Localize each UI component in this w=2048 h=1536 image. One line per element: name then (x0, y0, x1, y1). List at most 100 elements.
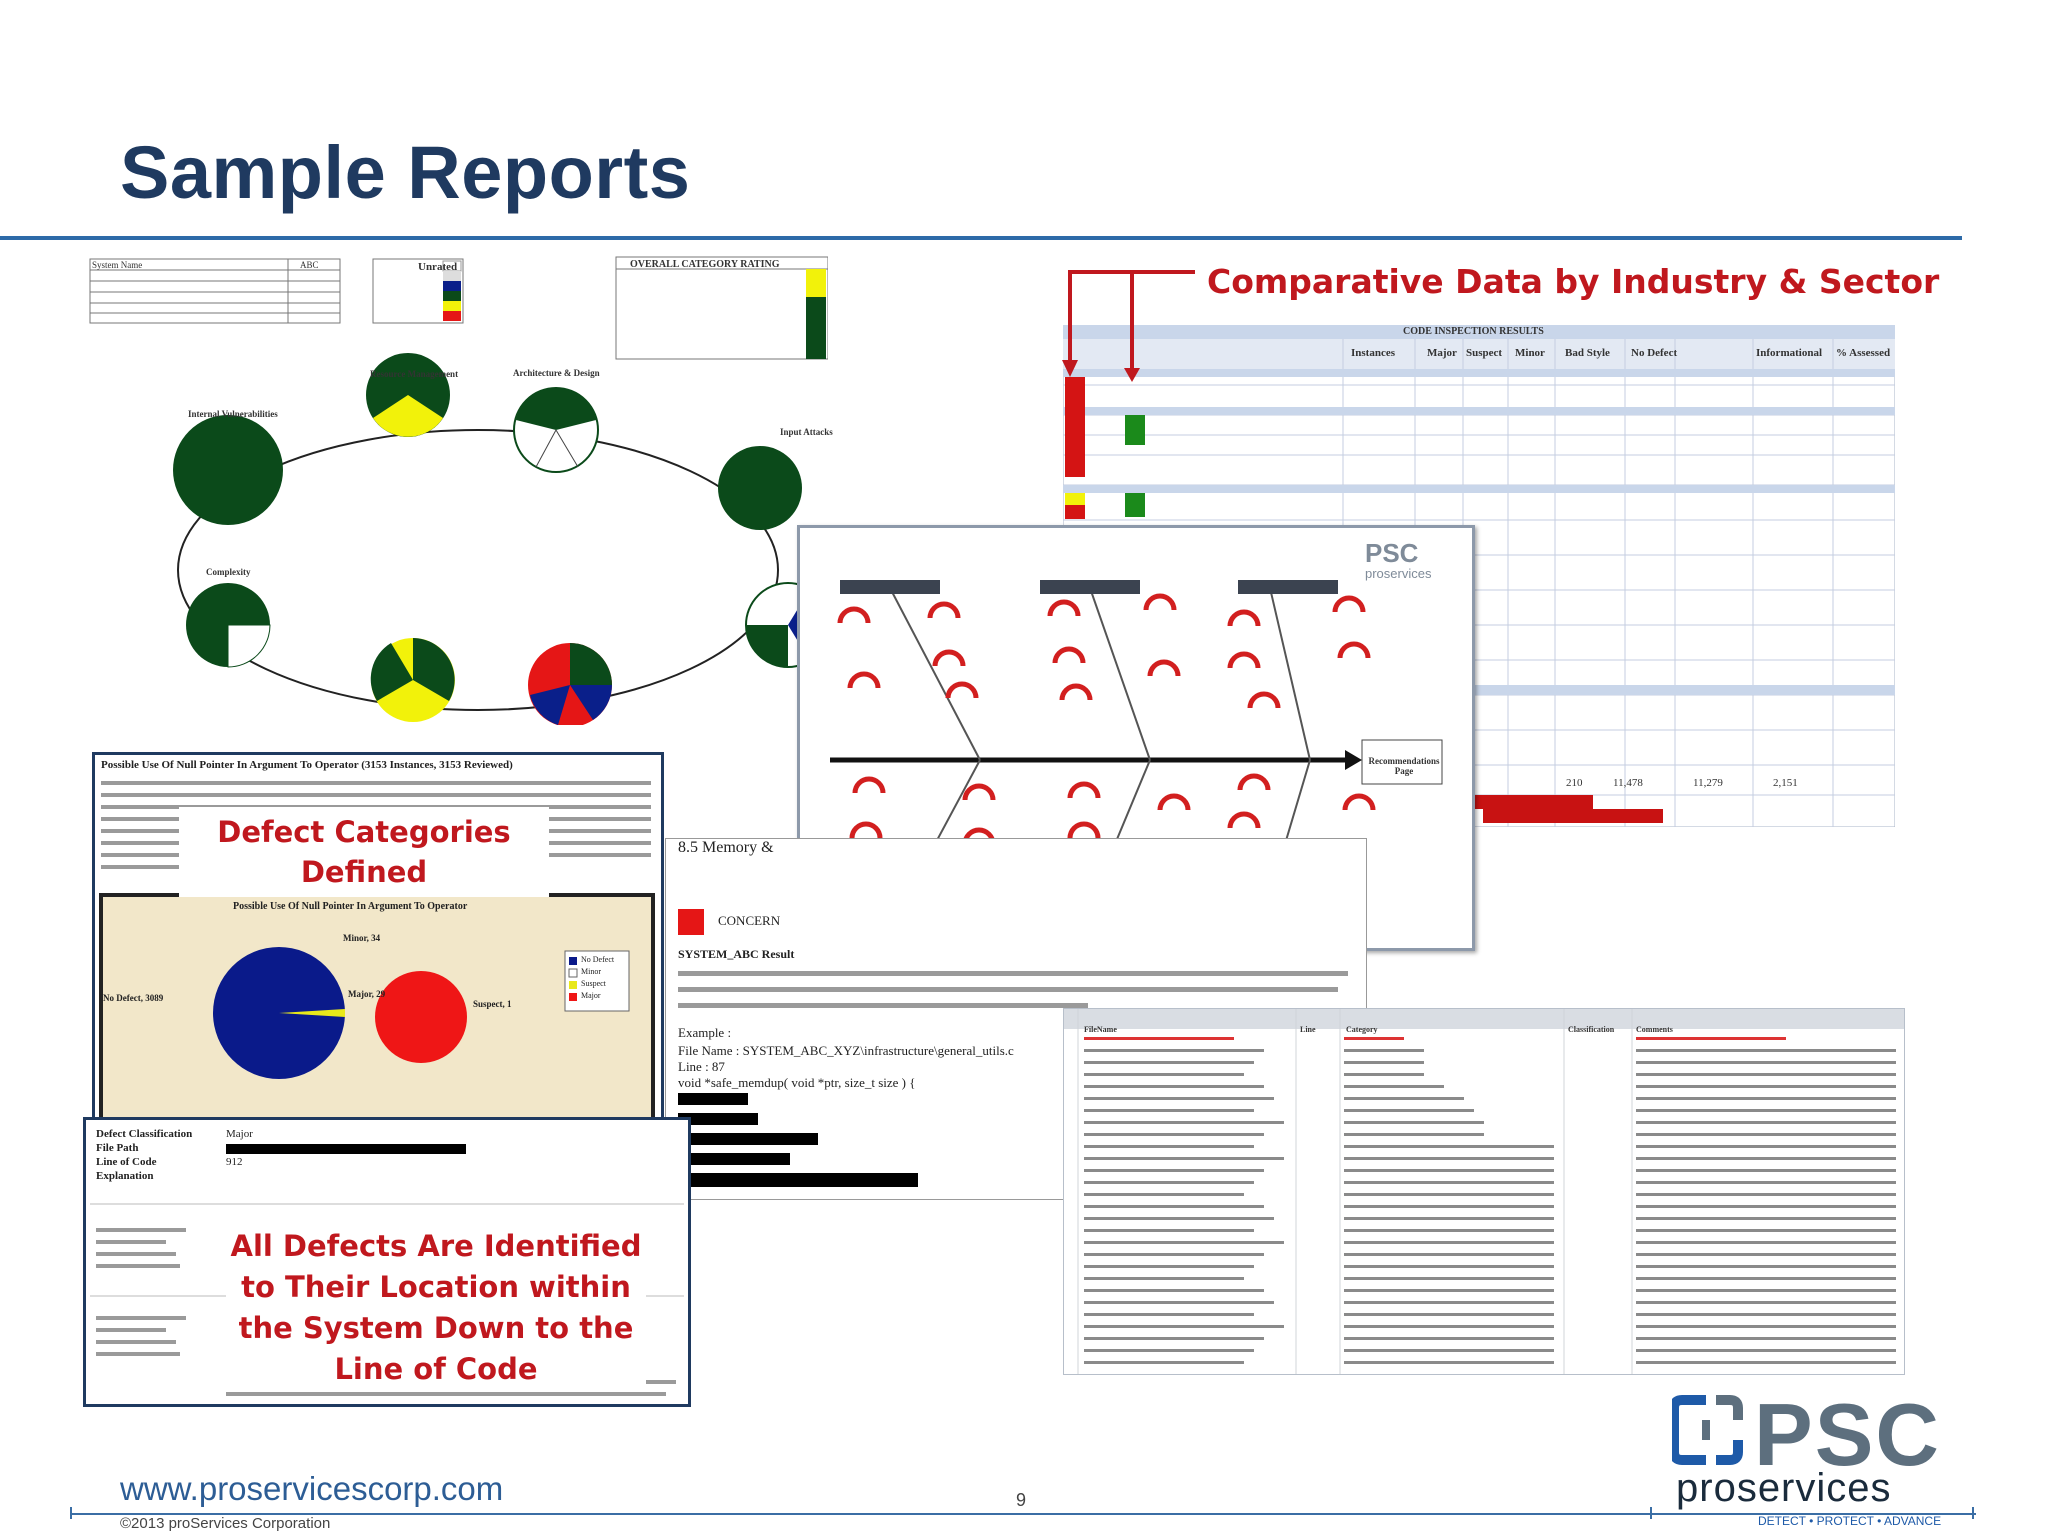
label-no-defect: No Defect, 3089 (103, 993, 164, 1003)
pie-inspection-attributes (370, 638, 455, 722)
fishbone-end-label: Recommendations Page (1368, 756, 1440, 776)
example-file-name: File Name : SYSTEM_ABC_XYZ\infrastructur… (678, 1043, 1014, 1058)
defect-location-report: Defect Classification Major File Path Li… (83, 1117, 691, 1407)
location-callout-line2: to Their Location within (241, 1270, 631, 1304)
redaction-bar (226, 1144, 466, 1154)
redaction-bar (678, 1153, 790, 1165)
defect-chart-title: Possible Use Of Null Pointer In Argument… (233, 901, 468, 912)
memory-heading: 8.5 Memory & (678, 839, 774, 856)
comparative-arrows (1062, 270, 1195, 382)
pie-resource-management (366, 353, 450, 437)
summary-system-value: ABC (300, 260, 319, 270)
pie-label-input: Input Attacks (780, 427, 833, 437)
fishbone-brand: PSC (1365, 538, 1419, 568)
pie-internal-vulnerabilities (173, 415, 283, 525)
defect-callout-line1: Defect Categories (217, 815, 511, 849)
total-assessed: 2,151 (1773, 777, 1798, 789)
defect-pie-graphic (213, 947, 630, 1079)
file-listing-report: FileName Line Category Classification Co… (1063, 1008, 1905, 1375)
footer-copyright: ©2013 proServices Corporation (120, 1515, 331, 1532)
col-informational: Informational (1756, 347, 1822, 359)
col-major: Major (1427, 347, 1457, 359)
defect-chart: Possible Use Of Null Pointer In Argument… (99, 893, 655, 1135)
value-classification: Major (226, 1128, 253, 1140)
legend-table (372, 258, 464, 324)
page-title: Sample Reports (120, 131, 691, 214)
col-filename: FileName (1084, 1025, 1117, 1034)
logo-tagline: DETECT • PROTECT • ADVANCE (1758, 1514, 1942, 1528)
total-no-defect: 11,478 (1613, 777, 1643, 789)
col-line: Line (1300, 1025, 1316, 1034)
label-major: Major, 29 (348, 989, 386, 999)
field-file-path: File Path (96, 1142, 139, 1154)
pie-label-complexity: Complexity (206, 567, 251, 577)
legend-suspect: Suspect (581, 979, 606, 988)
summary-system-name: System Name (92, 260, 143, 270)
defect-categories-report: Possible Use Of Null Pointer In Argument… (92, 752, 664, 1138)
pie-input-attacks (718, 446, 802, 530)
pie-complexity (186, 583, 271, 668)
memory-text-lines (678, 971, 1348, 1008)
location-callout-line4: Line of Code (334, 1352, 538, 1386)
footer-tick (1650, 1507, 1652, 1519)
redaction-bar (678, 1113, 758, 1125)
legend-major: Major (581, 991, 601, 1000)
total-informational: 11,279 (1693, 777, 1723, 789)
comparative-callout: Comparative Data by Industry & Sector (1207, 262, 1940, 301)
defect-heading: Possible Use Of Null Pointer In Argument… (101, 759, 513, 771)
col-comments: Comments (1636, 1025, 1673, 1034)
field-classification: Defect Classification (96, 1128, 193, 1140)
col-suspect: Suspect (1466, 347, 1503, 359)
col-instances: Instances (1351, 347, 1396, 359)
page-number: 9 (1016, 1490, 1027, 1510)
defect-callout-line2: Defined (300, 855, 428, 889)
col-assessed: % Assessed (1836, 347, 1891, 359)
psc-logo: PSC proservices DETECT • PROTECT • ADVAN… (1669, 1385, 1972, 1530)
location-callout-line1: All Defects Are Identified (230, 1229, 642, 1263)
summary-table (89, 258, 341, 324)
field-explanation: Explanation (96, 1170, 154, 1182)
pie-label-architecture: Architecture & Design (513, 368, 600, 378)
pie-label-resource: Resource Management (370, 369, 459, 379)
overall-rating-header: OVERALL CATEGORY RATING (630, 259, 780, 270)
psc-logo-mark (1669, 1395, 1743, 1465)
logo-name: proservices (1676, 1466, 1892, 1510)
location-callout-line3: the System Down to the (238, 1311, 634, 1345)
defect-callout-panel: Defect Categories Defined (179, 807, 549, 897)
concern-swatch (678, 909, 704, 935)
footer-tick (1972, 1507, 1974, 1519)
label-suspect: Suspect, 1 (473, 999, 512, 1009)
example-code: void *safe_memdup( void *ptr, size_t siz… (678, 1075, 916, 1090)
pie-label-internal: Internal Vulnerabilities (188, 409, 278, 419)
redaction-bar (678, 1093, 748, 1105)
title-divider (0, 236, 1962, 240)
col-no-defect: No Defect (1631, 347, 1678, 359)
logo-brand: PSC (1754, 1385, 1941, 1484)
inspection-title: CODE INSPECTION RESULTS (1403, 326, 1544, 337)
system-result: SYSTEM_ABC Result (678, 947, 795, 961)
redaction-bar (678, 1173, 918, 1187)
location-callout-panel: All Defects Are Identified to Their Loca… (226, 1224, 646, 1392)
col-category: Category (1346, 1025, 1378, 1034)
pie-structural-metrics (528, 643, 612, 727)
redaction-bar (678, 1133, 818, 1145)
total-bad-style: 210 (1566, 777, 1583, 789)
concern-label: CONCERN (718, 913, 781, 928)
footer-url[interactable]: www.proservicescorp.com (120, 1470, 504, 1507)
footer-rule (70, 1513, 1976, 1515)
label-minor: Minor, 34 (343, 933, 381, 943)
example-label: Example : (678, 1025, 732, 1040)
legend-no-defect: No Defect (581, 955, 615, 964)
file-listing-grid (1064, 1009, 1904, 1374)
fishbone-brand-sub: proservices (1365, 566, 1432, 581)
category-rating-graphic (89, 256, 831, 727)
legend-title: Unrated (418, 261, 458, 273)
col-minor: Minor (1515, 347, 1545, 359)
category-rating-report: Unrated OVERALL CATEGORY RATING System N… (88, 255, 833, 727)
field-line-of-code: Line of Code (96, 1156, 157, 1168)
col-bad-style: Bad Style (1565, 347, 1610, 359)
pie-architecture-design (513, 387, 599, 473)
overall-rating-table (615, 256, 829, 360)
col-classification: Classification (1568, 1025, 1615, 1034)
example-line: Line : 87 (678, 1059, 725, 1074)
